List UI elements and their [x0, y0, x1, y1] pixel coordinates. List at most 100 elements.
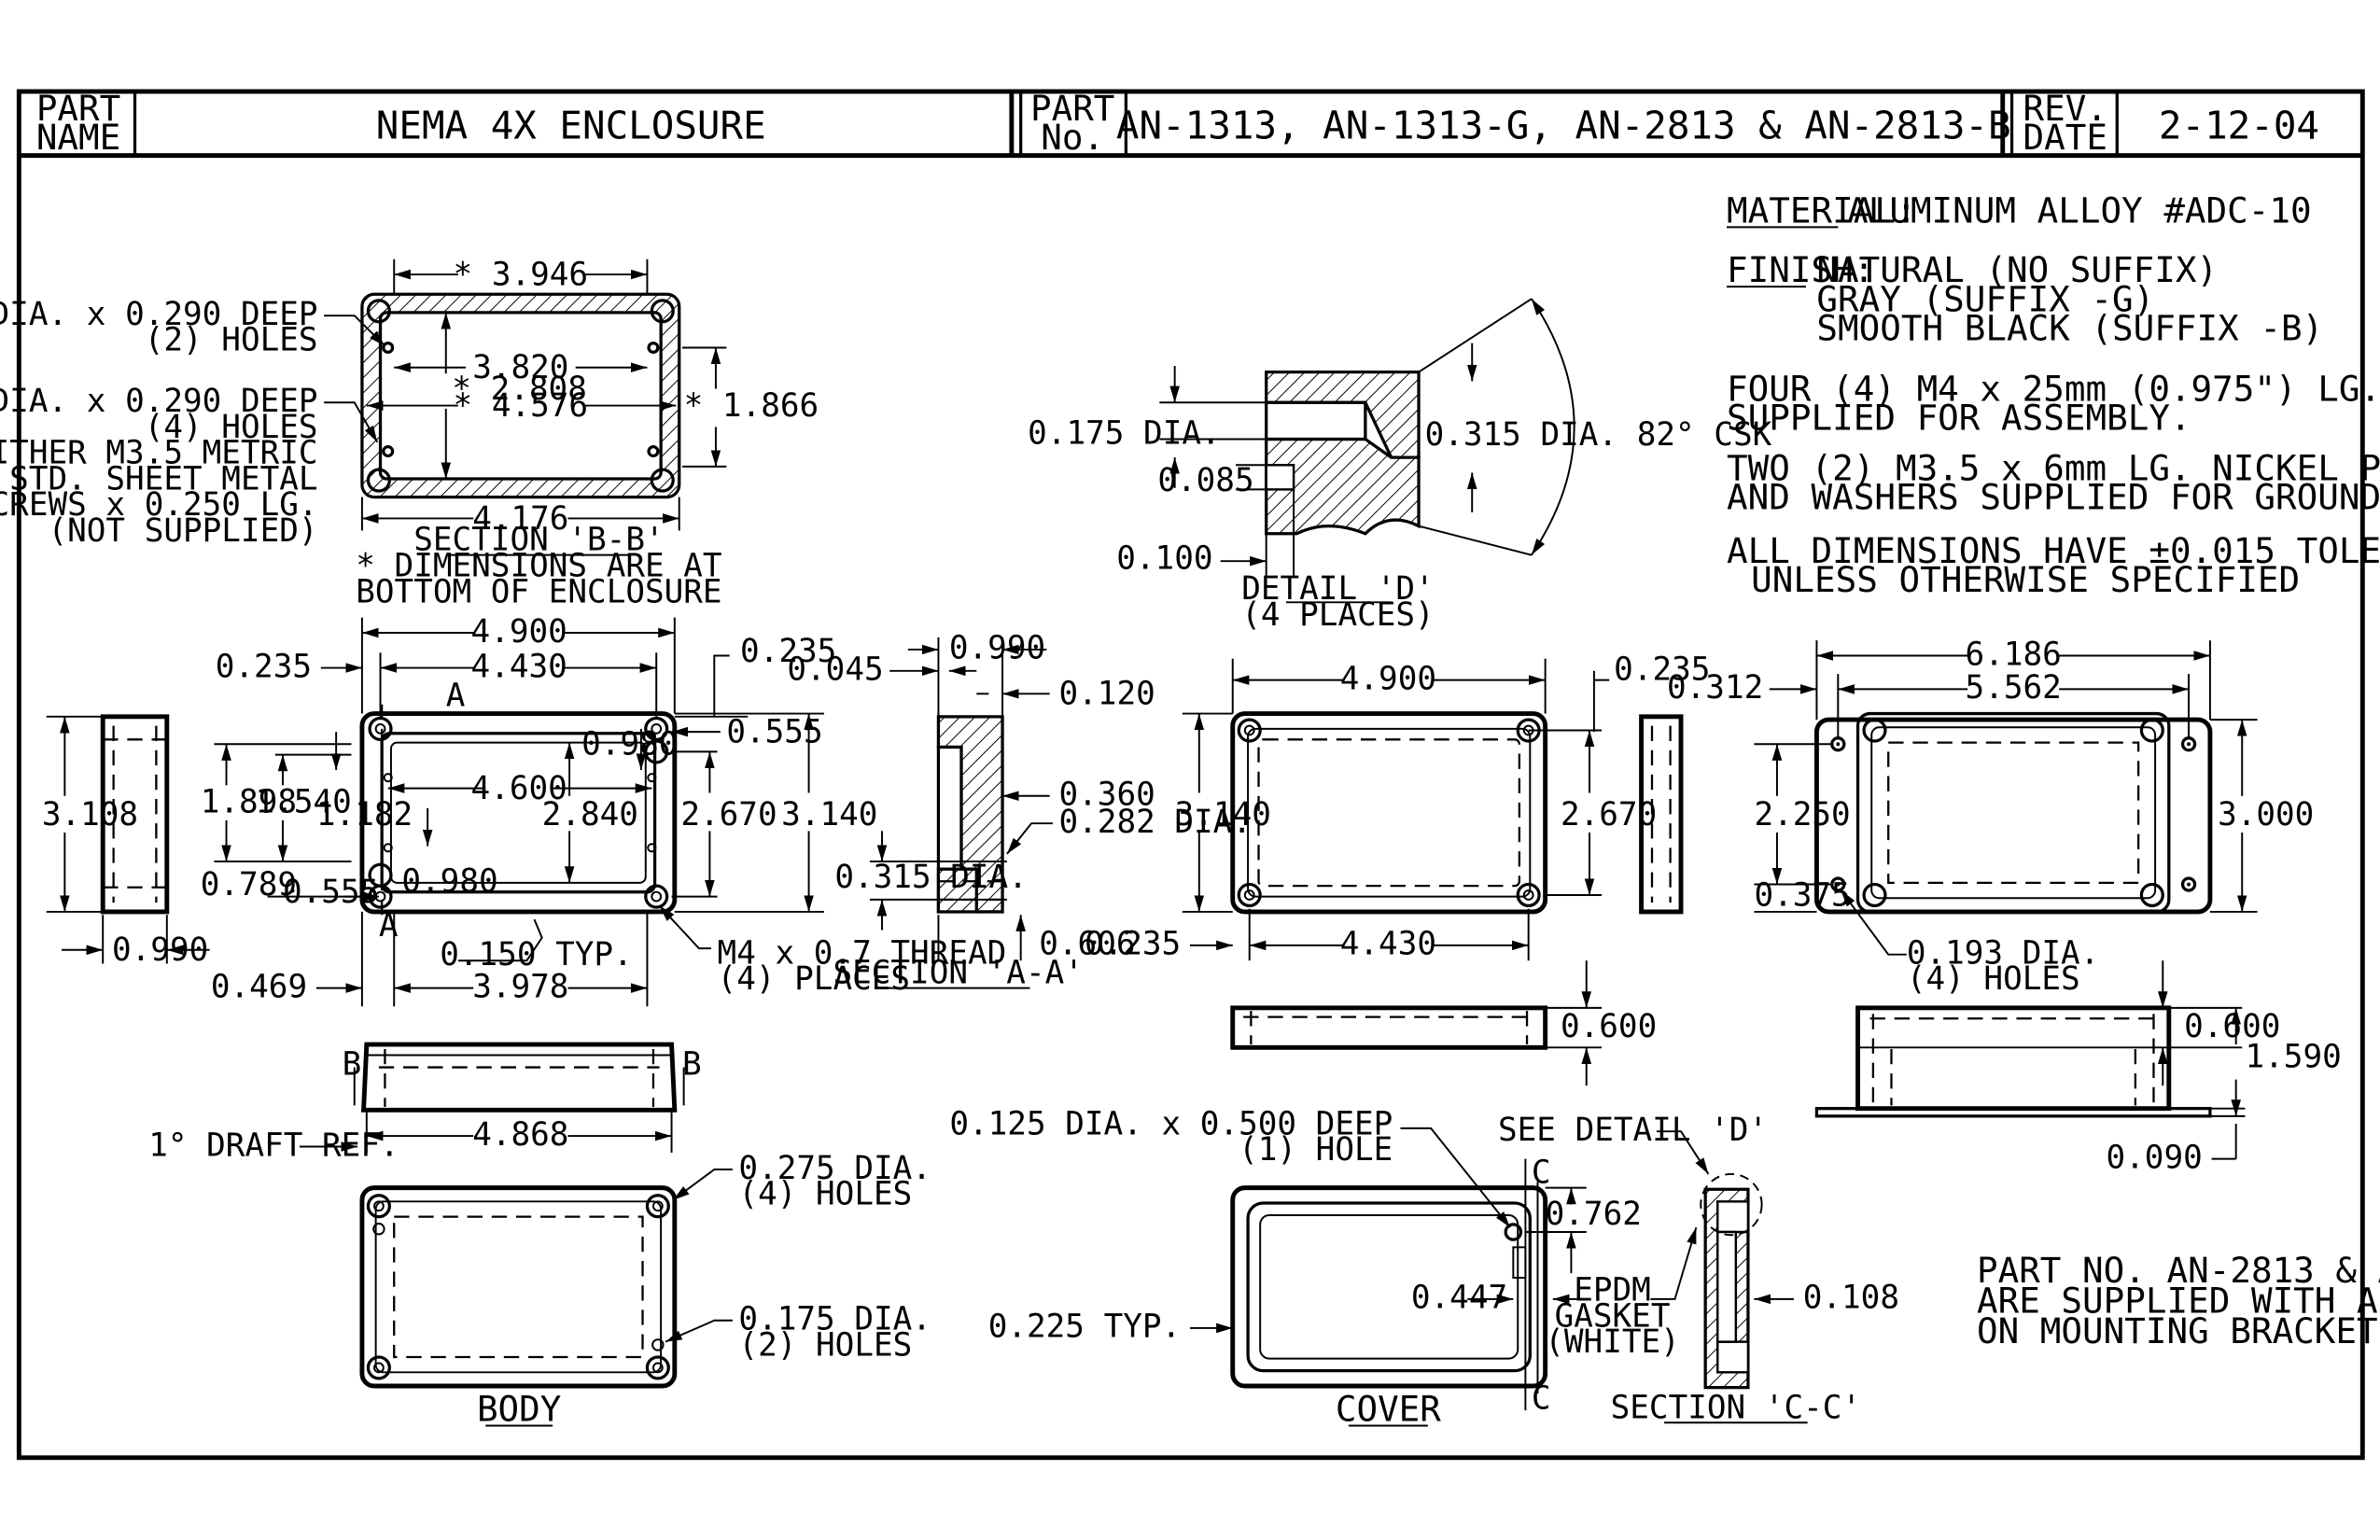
part-name-label: PART: [36, 88, 120, 129]
dim-6186: 6.186: [1966, 636, 2062, 673]
gasket-3: (WHITE): [1545, 1323, 1680, 1361]
dim-0282: 0.282 DIA.: [1059, 804, 1252, 841]
detail-d-lower: [1265, 437, 1421, 536]
section-cc-title: SECTION 'C-C': [1611, 1389, 1861, 1426]
dim-100: 0.100: [1116, 539, 1212, 577]
dim-3108: 3.108: [42, 796, 138, 833]
ground-note-1: TWO (2) M3.5 x 6mm LG. NICKEL PLATED SCR…: [1727, 448, 2380, 489]
dim-0045: 0.045: [787, 651, 883, 689]
finish-3: SMOOTH BLACK (SUFFIX -B): [1816, 307, 2323, 348]
cover-inside-outline: [1230, 1185, 1548, 1389]
body-side-outline: [100, 714, 170, 915]
body-title: BODY: [477, 1389, 561, 1430]
finish-1: NATURAL (NO SUFFIX): [1816, 249, 2218, 290]
screws-note-1: FOUR (4) M4 x 25mm (0.975") LG. SCREWS: [1727, 369, 2380, 410]
dim-0312: 0.312: [1667, 669, 1763, 707]
hole-175-note-1: 0.175 DIA.: [738, 1301, 931, 1338]
dim-0762: 0.762: [1546, 1196, 1642, 1233]
ground-note-2: AND WASHERS SUPPLIED FOR GROUNDING: [1727, 477, 2380, 518]
detail-d-sub: (4 PLACES): [1241, 596, 1435, 634]
dim-2808: * 2.808: [452, 371, 587, 408]
bracket-top-view: 6.186 5.562 0.312 2.250 0.375 3.000 0.19…: [1667, 636, 2314, 998]
dim-0108: 0.108: [1803, 1280, 1899, 1317]
dim-175: 0.175 DIA.: [1028, 414, 1220, 452]
bracket-front-body: [1855, 1005, 2172, 1112]
hole-note-2c: ACCEPTS EITHER M3.5 METRIC: [0, 435, 318, 472]
dim-4900-cover: 4.900: [1340, 660, 1436, 697]
section-aa-view: 0.990 0.045 0.120 0.360 0.282 DIA. 0.315…: [787, 630, 1252, 992]
dim-0555-left: 0.555: [283, 874, 379, 911]
hole-note-2b: (4) HOLES: [145, 409, 318, 446]
dim-3946: * 3.946: [454, 256, 589, 293]
dim-3140: 3.140: [781, 796, 877, 833]
dim-4176: 4.176: [472, 500, 568, 538]
dim-csk: 0.315 DIA. 82° CSK: [1425, 416, 1772, 454]
section-bb-note-1: * DIMENSIONS ARE AT: [356, 548, 721, 585]
thread-note-1: M4 x 0.7 THREAD: [718, 934, 1007, 972]
cover-hole-2: (1) HOLE: [1239, 1131, 1393, 1169]
section-cc-view: 0.108 SECTION 'C-C': [1611, 1172, 1899, 1426]
title-block: PART NAME NEMA 4X ENCLOSURE PART No. AN-…: [16, 88, 2365, 1461]
draft-note: 1° DRAFT REF.: [148, 1127, 399, 1164]
rev-label: REV.: [2023, 88, 2107, 129]
hole-275-note-2: (4) HOLES: [738, 1176, 912, 1213]
hole-note-1b: (2) HOLES: [145, 322, 318, 359]
bracket-note-1: PART NO. AN-2813 & AN-2813-B: [1977, 1250, 2380, 1291]
dim-4430: 4.430: [471, 648, 567, 685]
dim-085: 0.085: [1157, 462, 1253, 499]
section-a-label: A: [446, 677, 466, 714]
detail-d-view: 0.315 DIA. 82° CSK 0.175 DIA. 0.085 0.10…: [1028, 298, 1772, 634]
dim-1590: 1.590: [2245, 1039, 2341, 1076]
dim-0980-top: 0.980: [581, 726, 678, 763]
dim-0090: 0.090: [2107, 1139, 2203, 1176]
bracket-note-2: ARE SUPPLIED WITH A WELDED: [1977, 1281, 2380, 1322]
material-label: MATERIAL:: [1727, 190, 1917, 231]
finish-2: GRAY (SUFFIX -G): [1816, 278, 2154, 319]
dim-0375: 0.375: [1754, 876, 1850, 914]
body-bottom-outline: [359, 1185, 678, 1389]
dim-1182: 1.182: [316, 796, 413, 833]
dim-3140-cover: 3.140: [1175, 796, 1271, 833]
bracket-front-view: 0.600 1.590 0.090: [1814, 960, 2342, 1176]
dim-0600-cover: 0.600: [1561, 1008, 1657, 1045]
screws-note-2: SUPPLIED FOR ASSEMBLY.: [1727, 398, 2191, 439]
gasket-2: GASKET: [1555, 1297, 1671, 1335]
section-aa-title: SECTION 'A-A': [833, 955, 1083, 992]
part-name-label-2: NAME: [36, 117, 120, 158]
dim-0606: 0.606: [1039, 926, 1135, 963]
thread-note-2: (4) PLACES: [718, 960, 911, 998]
section-c-label: C: [1532, 1155, 1551, 1192]
dim-3000: 3.000: [2218, 796, 2314, 833]
corner-hole: [650, 299, 675, 324]
dim-0447: 0.447: [1411, 1280, 1507, 1317]
body-front-outline: [360, 1042, 678, 1113]
bracket-hole-2: (4) HOLES: [1907, 960, 2080, 998]
hole-note-2d: OR #6 STD. SHEET METAL: [0, 460, 318, 497]
dim-0225: 0.225 TYP.: [988, 1309, 1181, 1346]
section-bb-note-2: BOTTOM OF ENCLOSURE: [356, 573, 721, 610]
part-no: AN-1313, AN-1313-G, AN-2813 & AN-2813-B: [1116, 104, 2011, 148]
dim-3820: 3.820: [472, 349, 568, 386]
dim-0990-side: 0.990: [112, 931, 208, 969]
bracket-front-plate: [1814, 1107, 2212, 1118]
hole-note-2a: 0.136 DIA. x 0.290 DEEP: [0, 383, 318, 420]
hole-275-note-1: 0.275 DIA.: [738, 1150, 931, 1187]
finish-label: FINISH:: [1727, 249, 1874, 290]
dim-4868: 4.868: [472, 1116, 568, 1154]
dim-0235-right: 0.235: [740, 633, 836, 670]
dim-4576: * 4.576: [454, 387, 589, 425]
dim-4900: 4.900: [471, 613, 567, 651]
cover-side-outline: [1639, 714, 1684, 915]
hole-note-1a: 0.118 DIA. x 0.290 DEEP: [0, 296, 318, 333]
see-detail-d: SEE DETAIL 'D': [1498, 1112, 1768, 1149]
section-b-label: B: [343, 1046, 362, 1084]
corner-hole: [366, 468, 391, 493]
dim-0235-cover-left: 0.235: [1085, 926, 1181, 963]
rev-date: 2-12-04: [2159, 104, 2319, 148]
dim-0315: 0.315 DIA.: [834, 859, 1028, 896]
corner-hole: [366, 299, 391, 324]
tolerance-note-2: UNLESS OTHERWISE SPECIFIED: [1751, 559, 2300, 600]
section-bb-view: * 3.946 3.820 * 4.576 * 2.808 * 1.866 4.…: [0, 256, 819, 610]
part-no-label-2: No.: [1041, 117, 1104, 158]
